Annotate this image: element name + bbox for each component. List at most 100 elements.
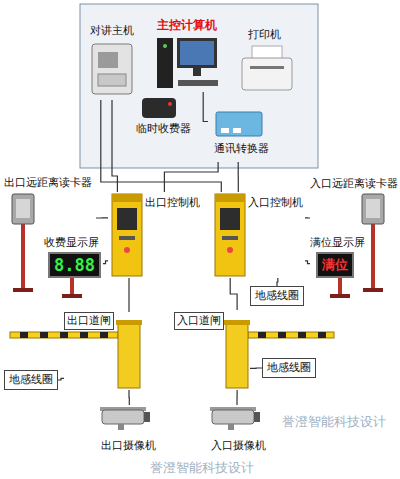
exit-camera: 出口摄像机 — [95, 405, 165, 457]
device-label: 地感线圈 — [267, 361, 311, 375]
signal-wire — [96, 217, 108, 218]
arm-stripe — [298, 332, 306, 338]
signal-wire — [250, 367, 262, 369]
temp-fee-collector: 临时收费器 — [132, 96, 196, 140]
ticket-slot — [119, 236, 135, 240]
device-label: 地感线圈 — [255, 289, 299, 303]
entry-controller: 入口控制机 — [212, 192, 305, 278]
signal-wire — [203, 92, 208, 122]
camera-lens — [144, 412, 150, 422]
barrier-cabinet — [118, 322, 140, 388]
power-led — [163, 44, 167, 48]
cabinet-cap — [112, 194, 142, 202]
pole-base — [330, 294, 350, 298]
printer-body — [242, 58, 292, 90]
signal-wire — [164, 162, 218, 192]
cabinet-cap — [224, 320, 250, 325]
entry-barrier: 入口道闸 — [174, 310, 250, 390]
printer: 打印机 — [236, 28, 300, 100]
call-button — [124, 247, 130, 253]
intercom-body — [92, 44, 132, 94]
camera-lens — [254, 412, 260, 422]
monitor-screen — [180, 41, 214, 65]
arm-stripe — [100, 332, 108, 338]
arm-stripe — [80, 332, 88, 338]
ground-loop-box: 地感线圈 — [250, 286, 304, 306]
converter-body — [216, 112, 262, 136]
main-computer: 主控计算机 — [155, 18, 222, 92]
signal-wire — [128, 278, 129, 312]
device-label: 主控计算机 — [157, 18, 217, 32]
arm-stripe — [258, 332, 266, 338]
arm-stripe — [40, 332, 48, 338]
device-label: 入口道闸 — [174, 312, 224, 330]
arm-stripe — [60, 332, 68, 338]
exit-controller-cabinet — [112, 194, 142, 276]
signal-wire — [103, 261, 108, 264]
display-pole — [338, 278, 342, 296]
intercom-grille — [98, 52, 118, 68]
entry-controller-cabinet — [215, 194, 245, 276]
reader-pole — [371, 224, 375, 290]
signal-wire — [236, 390, 237, 405]
controller-panel — [220, 208, 240, 230]
signal-wire — [305, 217, 310, 218]
device-label: 对讲主机 — [90, 24, 134, 38]
device-label: 通讯转换器 — [214, 142, 269, 156]
camera-body — [212, 410, 254, 424]
comm-converter: 通讯转换器 — [208, 108, 275, 162]
entry-card-reader: 入口远距离读卡器 — [310, 176, 400, 232]
fee-display: 收费显示屏 8.88 — [44, 236, 103, 282]
card-reader-face — [16, 199, 30, 218]
device-label: 入口摄像机 — [211, 439, 266, 453]
printer-slot — [250, 66, 284, 69]
converter-port — [221, 128, 229, 133]
pole-base — [363, 288, 383, 292]
device-label: 打印机 — [248, 28, 281, 42]
camera-body — [102, 410, 144, 424]
entry-camera: 入口摄像机 — [205, 405, 275, 457]
watermark: 誉澄智能科技设计 — [282, 414, 386, 429]
display-readout: 8.88 — [48, 252, 101, 278]
ground-loop-box: 地感线圈 — [4, 370, 58, 390]
intercom-keys — [98, 74, 126, 86]
camera-mount — [118, 424, 124, 430]
device-label: 地感线圈 — [9, 373, 53, 387]
signal-wire — [305, 261, 310, 264]
device-label: 出口远距离读卡器 — [4, 176, 92, 190]
fee-reader-led — [168, 102, 172, 106]
card-reader-head — [12, 194, 34, 224]
barrier-arm — [10, 332, 118, 338]
signal-wire — [101, 100, 222, 192]
pole-base — [13, 288, 33, 292]
fee-reader-body — [142, 98, 176, 118]
arm-stripe — [318, 332, 326, 338]
signal-wire — [276, 278, 278, 286]
exit-controller: 出口控制机 — [108, 192, 202, 278]
device-label: 临时收费器 — [136, 122, 191, 136]
watermark: 誉澄智能科技设计 — [150, 460, 254, 475]
arm-stripe — [278, 332, 286, 338]
barrier-cabinet — [226, 322, 248, 388]
exit-card-reader: 出口远距离读卡器 — [4, 176, 96, 232]
exit-barrier: 出口道闸 — [64, 312, 142, 390]
display-pole — [70, 278, 74, 296]
barrier-arm — [248, 332, 334, 338]
monitor-frame — [177, 38, 217, 68]
cabinet-cap — [215, 194, 245, 202]
signal-wire — [128, 390, 130, 405]
device-label: 出口控制机 — [145, 196, 200, 210]
full-display: 满位显示屏满位 — [310, 236, 370, 282]
device-label: 出口摄像机 — [101, 439, 156, 453]
device-label: 出口道闸 — [64, 312, 114, 330]
signal-wire — [238, 162, 239, 192]
cabinet-cap — [116, 320, 142, 325]
pole-base — [62, 294, 82, 298]
signal-wire — [230, 278, 237, 310]
card-reader-face — [366, 199, 380, 218]
device-label: 收费显示屏 — [44, 236, 99, 250]
keyboard — [178, 80, 218, 86]
device-label: 满位显示屏 — [310, 236, 365, 250]
monitor-stand — [193, 68, 201, 76]
